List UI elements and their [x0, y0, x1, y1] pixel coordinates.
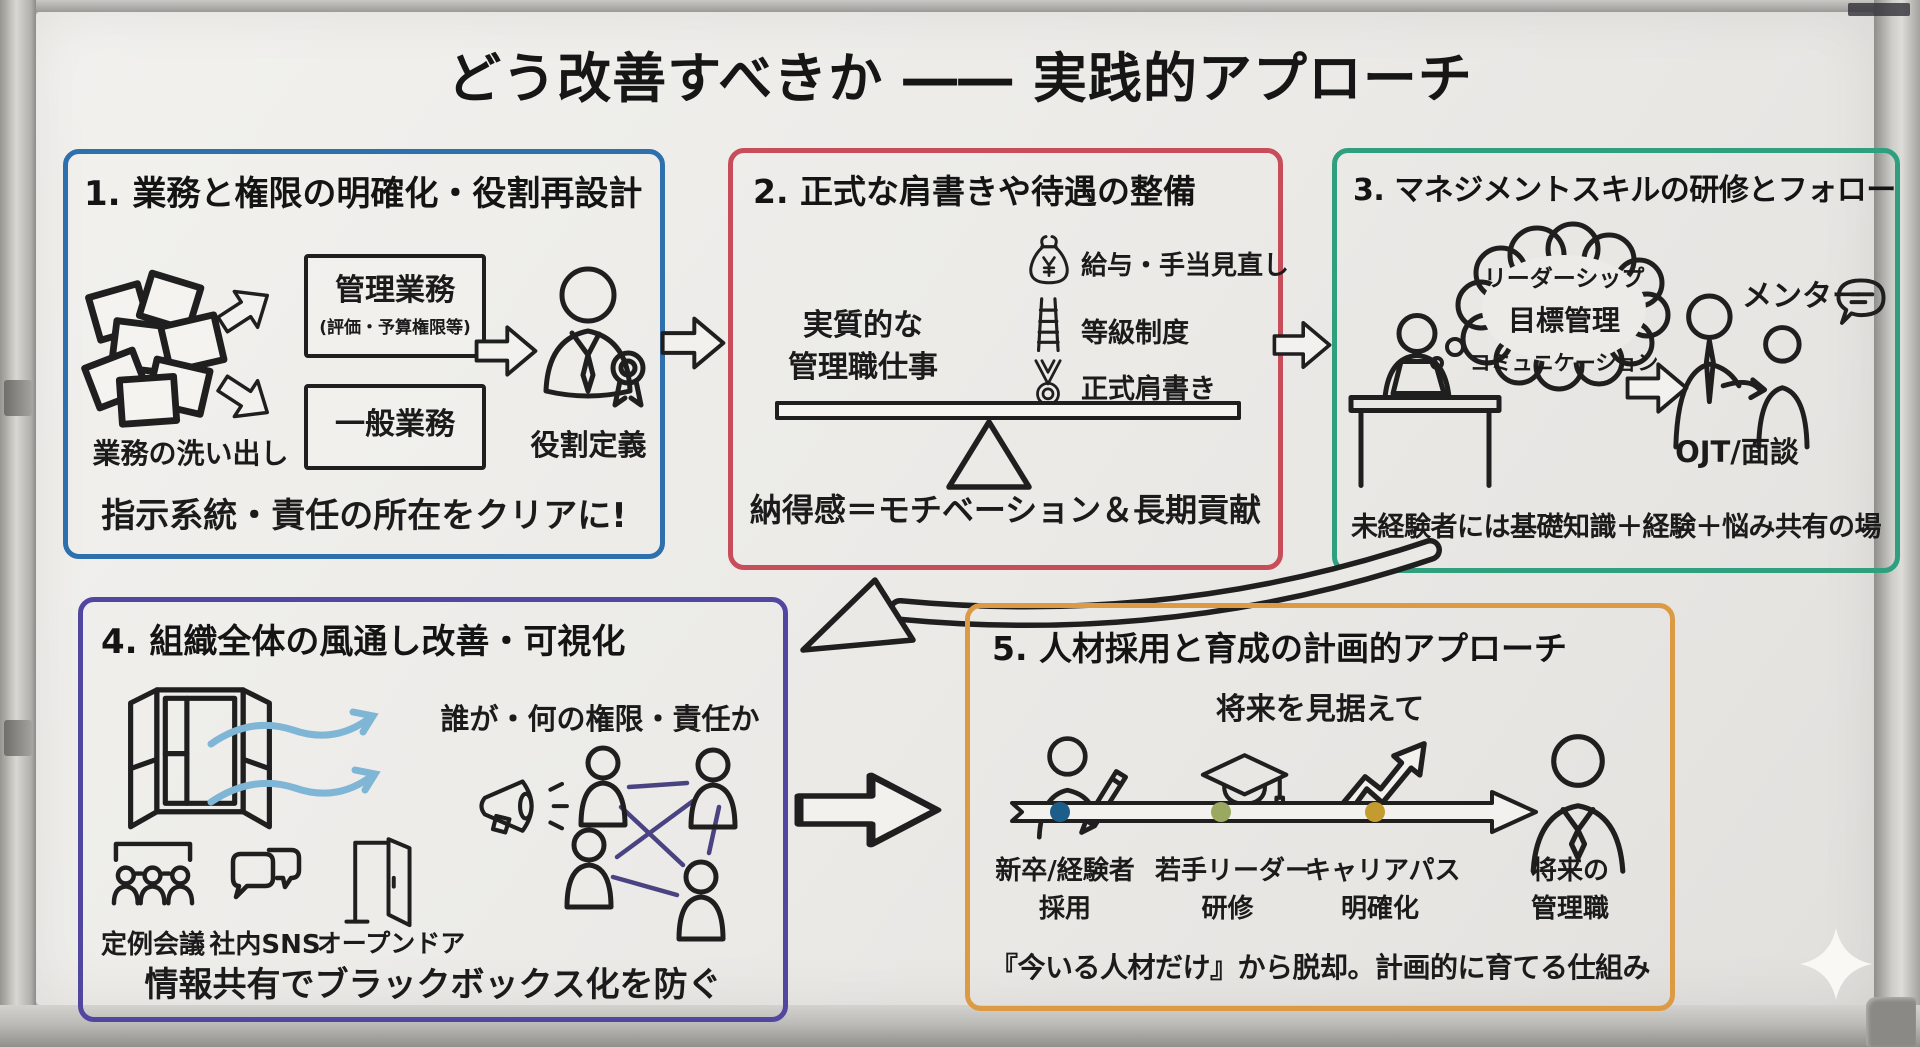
thought-cloud-icon — [1455, 221, 1671, 392]
cloud-line1: リーダーシップ — [1483, 266, 1645, 292]
milestone2-line2: 研修 — [1201, 894, 1254, 924]
dot-recruit — [1050, 802, 1070, 822]
cloud-line2: 目標管理 — [1507, 304, 1620, 337]
dot-training — [1211, 802, 1231, 822]
cloud-line3: コミュニケーション — [1469, 351, 1659, 375]
growth-arrow-icon — [1336, 741, 1427, 818]
box5-footer: 『今いる人材だけ』から脱却。計画的に育てる仕組み — [989, 951, 1651, 984]
person-award-icon — [543, 266, 646, 408]
balance-fulcrum — [946, 419, 1032, 490]
milestone4-line1: 将来の — [1530, 856, 1609, 886]
arrow-right-icon — [474, 325, 538, 377]
open-door-icon — [344, 837, 412, 928]
wind-arrows-icon — [207, 708, 381, 806]
formal-title-label: 正式肩書き — [1081, 374, 1216, 405]
money-bag-icon — [1029, 235, 1069, 285]
ojt-label: OJT/面談 — [1675, 435, 1799, 469]
sns-label: 社内SNS — [209, 930, 321, 960]
sparkle-icon — [1800, 928, 1872, 1000]
box3-footer: 未経験者には基礎知識＋経験＋悩み共有の場 — [1351, 512, 1882, 543]
arrow-box1-box2-icon — [660, 316, 726, 370]
frame-left — [0, 0, 36, 1047]
box4-heading: 4. 組織全体の風通し改善・可視化 — [101, 622, 626, 662]
open-door-label: オープンドア — [316, 929, 466, 958]
box-1-role-redesign: 1. 業務と権限の明確化・役割再設計 業務の洗い出し 管理業務 (評価・予算権限… — [63, 149, 665, 559]
milestone2-line1: 若手リーダー — [1155, 856, 1312, 886]
salary-label: 給与・手当見直し — [1081, 251, 1290, 281]
real-mgmt-work-label: 実質的な 管理職仕事 — [763, 305, 963, 389]
box-2-title-compensation: 2. 正式な肩書きや待遇の整備 実質的な 管理職仕事 給与・手当見直し 等級制度 — [728, 148, 1290, 570]
milestone1-line1: 新卒/経験者 — [995, 856, 1135, 886]
timeline-arrow — [1010, 790, 1538, 834]
box-4-transparency: 4. 組織全体の風通し改善・可視化 誰が・何の権限・責任か — [78, 597, 788, 1022]
paper-stack-icon — [81, 269, 228, 428]
chat-bubbles-icon — [230, 847, 302, 900]
box3-heading: 3. マネジメントスキルの研修とフォロー — [1353, 173, 1896, 208]
box-5-hiring-development: 5. 人材採用と育成の計画的アプローチ 将来を見据えて — [965, 603, 1675, 1011]
box-3-management-training: 3. マネジメントスキルの研修とフォロー リーダーシップ 目標管理 コミュニケー… — [1332, 148, 1900, 573]
who-authority-label: 誰が・何の権限・責任か — [440, 702, 760, 736]
arrow-to-ojt-icon — [1625, 362, 1689, 414]
box2-footer: 納得感＝モチベーション＆長期貢献 — [749, 491, 1262, 529]
grade-label: 等級制度 — [1081, 318, 1189, 349]
arrow-box2-box3-icon — [1272, 321, 1332, 369]
meeting-label: 定例会議 — [100, 930, 205, 960]
hinge — [4, 380, 32, 416]
arrow-down-icon — [216, 374, 270, 419]
real-mgmt-line2: 管理職仕事 — [788, 350, 938, 385]
hinge — [4, 720, 32, 756]
page-title: どう改善すべきか ―― 実践的アプローチ — [447, 47, 1473, 110]
milestone3-line1: キャリアパス — [1305, 856, 1461, 886]
milestone1-line2: 採用 — [1038, 894, 1091, 924]
frame-sticker — [1848, 3, 1910, 16]
person-at-desk-icon — [1348, 313, 1502, 488]
box4-footer: 情報共有でブラックボックス化を防ぐ — [144, 965, 722, 1005]
box1-footer: 指示系統・責任の所在をクリアに! — [101, 496, 627, 536]
mgmt-duty-title: 管理業務 — [335, 273, 455, 308]
frame-top — [0, 0, 1920, 12]
arrow-up-icon — [216, 289, 270, 334]
mgmt-duty-sub: (評価・予算権限等) — [319, 318, 471, 338]
general-duty-box: 一般業務 — [304, 384, 486, 470]
balance-beam — [775, 401, 1241, 420]
mgmt-duty-box: 管理業務 (評価・予算権限等) — [304, 254, 486, 358]
arrow-box4-box5-icon — [794, 772, 942, 848]
ladder-icon — [1036, 297, 1060, 353]
mentor-pair-icon — [1673, 293, 1810, 450]
box5-heading: 5. 人材採用と育成の計画的アプローチ — [992, 629, 1567, 668]
papers-label: 業務の洗い出し — [92, 437, 289, 470]
open-window-icon — [128, 687, 272, 830]
role-label: 役割定義 — [530, 428, 647, 462]
dot-career — [1365, 802, 1385, 822]
cloud-text: リーダーシップ 目標管理 コミュニケーション — [1449, 259, 1679, 377]
milestone4-line2: 管理職 — [1530, 894, 1609, 924]
frame-corner — [1866, 997, 1916, 1047]
milestone3-line2: 明確化 — [1340, 894, 1419, 924]
box5-subtitle: 将来を見据えて — [1215, 692, 1425, 727]
future-manager-icon — [1530, 734, 1626, 874]
medal-icon — [1034, 359, 1062, 406]
box2-heading: 2. 正式な肩書きや待遇の整備 — [753, 172, 1196, 211]
mentor-speech-bubble-icon — [1836, 278, 1886, 325]
box1-heading: 1. 業務と権限の明確化・役割再設計 — [84, 174, 643, 214]
people-network-icon — [564, 745, 738, 942]
real-mgmt-line1: 実質的な — [803, 308, 923, 343]
whiteboard-surface — [36, 12, 1874, 1005]
frame-bottom — [0, 1005, 1920, 1047]
megaphone-icon — [479, 779, 569, 835]
meeting-icon — [111, 841, 195, 906]
